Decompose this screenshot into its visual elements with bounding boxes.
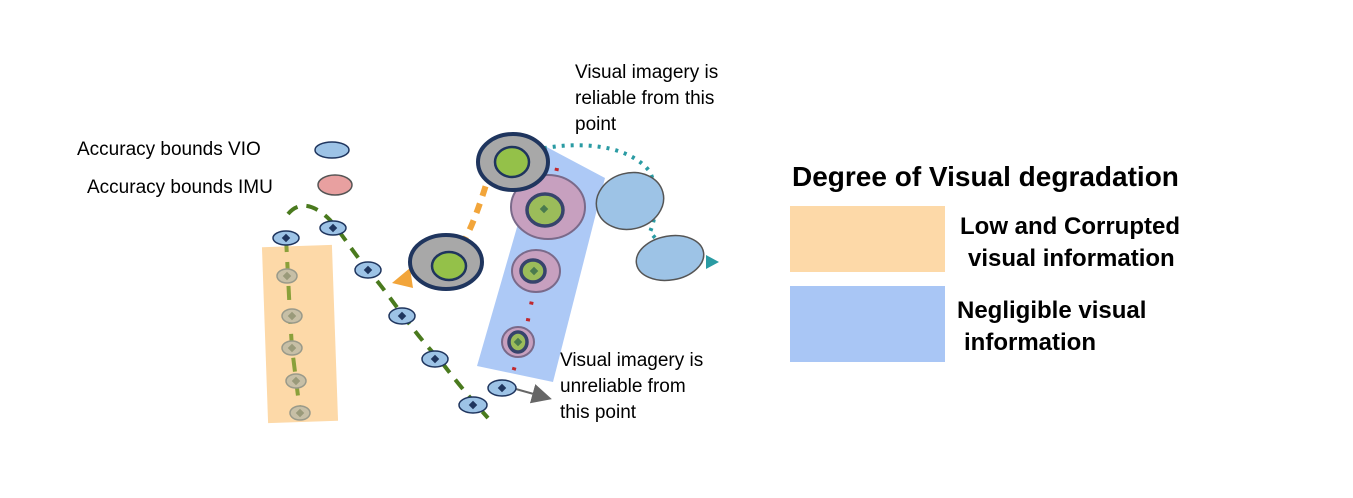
reliable-line-3: point [575, 114, 617, 135]
negligible-info-line-1: Negligible visual [957, 297, 1146, 324]
imu-legend-swatch [317, 174, 353, 196]
unreliable-line-2: unreliable from [560, 376, 686, 397]
vio-legend-swatch [314, 141, 350, 159]
imu-legend-label: Accuracy bounds IMU [87, 177, 273, 198]
green-trajectory [286, 203, 490, 420]
vio-legend-label: Accuracy bounds VIO [77, 139, 261, 160]
reliable-ring-markers [408, 132, 550, 291]
orange-arrowhead [392, 268, 413, 288]
low-info-line-1: Low and Corrupted [960, 213, 1180, 240]
unreliable-annotation: Visual imagery is unreliable from this p… [560, 350, 703, 423]
negligible-info-line-2: information [964, 329, 1096, 356]
low-info-swatch [790, 206, 945, 272]
unreliable-line-1: Visual imagery is [560, 350, 703, 371]
negligible-info-swatch [790, 286, 945, 362]
unreliable-line-3: this point [560, 402, 637, 423]
vio-large-ellipses [595, 171, 705, 282]
accuracy-legend: Accuracy bounds VIO Accuracy bounds IMU [77, 139, 353, 198]
low-info-region [261, 244, 339, 424]
reliable-line-2: reliable from this [575, 88, 714, 109]
orange-path [398, 149, 512, 285]
reliable-line-1: Visual imagery is [575, 62, 718, 83]
low-info-line-2: visual information [968, 245, 1175, 272]
reliable-annotation: Visual imagery is reliable from this poi… [575, 62, 718, 135]
teal-arrowhead [706, 255, 719, 269]
degradation-title: Degree of Visual degradation [792, 161, 1179, 192]
